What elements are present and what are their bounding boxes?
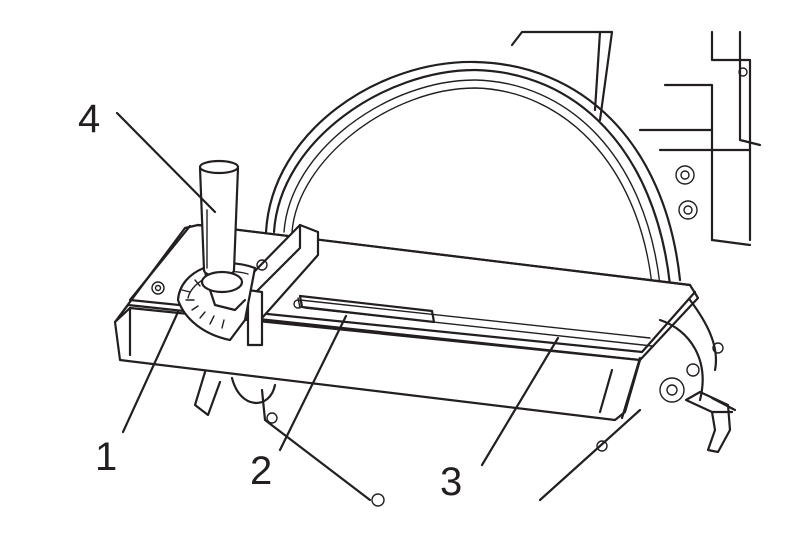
callout-2: 2 bbox=[250, 449, 272, 493]
leader-4 bbox=[115, 111, 217, 214]
leader-3 bbox=[480, 336, 560, 467]
work-table bbox=[113, 223, 700, 422]
callout-4: 4 bbox=[78, 97, 100, 141]
mitre-handle bbox=[198, 159, 247, 312]
machine-frame bbox=[510, 30, 762, 247]
leader-1 bbox=[121, 310, 180, 434]
callout-3: 3 bbox=[440, 460, 462, 504]
sanding-disc bbox=[264, 60, 682, 287]
mitre-gauge-fence bbox=[246, 223, 320, 347]
callout-leaders bbox=[115, 111, 560, 467]
table-support bbox=[193, 298, 737, 507]
leader-2 bbox=[278, 314, 348, 452]
callout-1: 1 bbox=[95, 435, 117, 479]
